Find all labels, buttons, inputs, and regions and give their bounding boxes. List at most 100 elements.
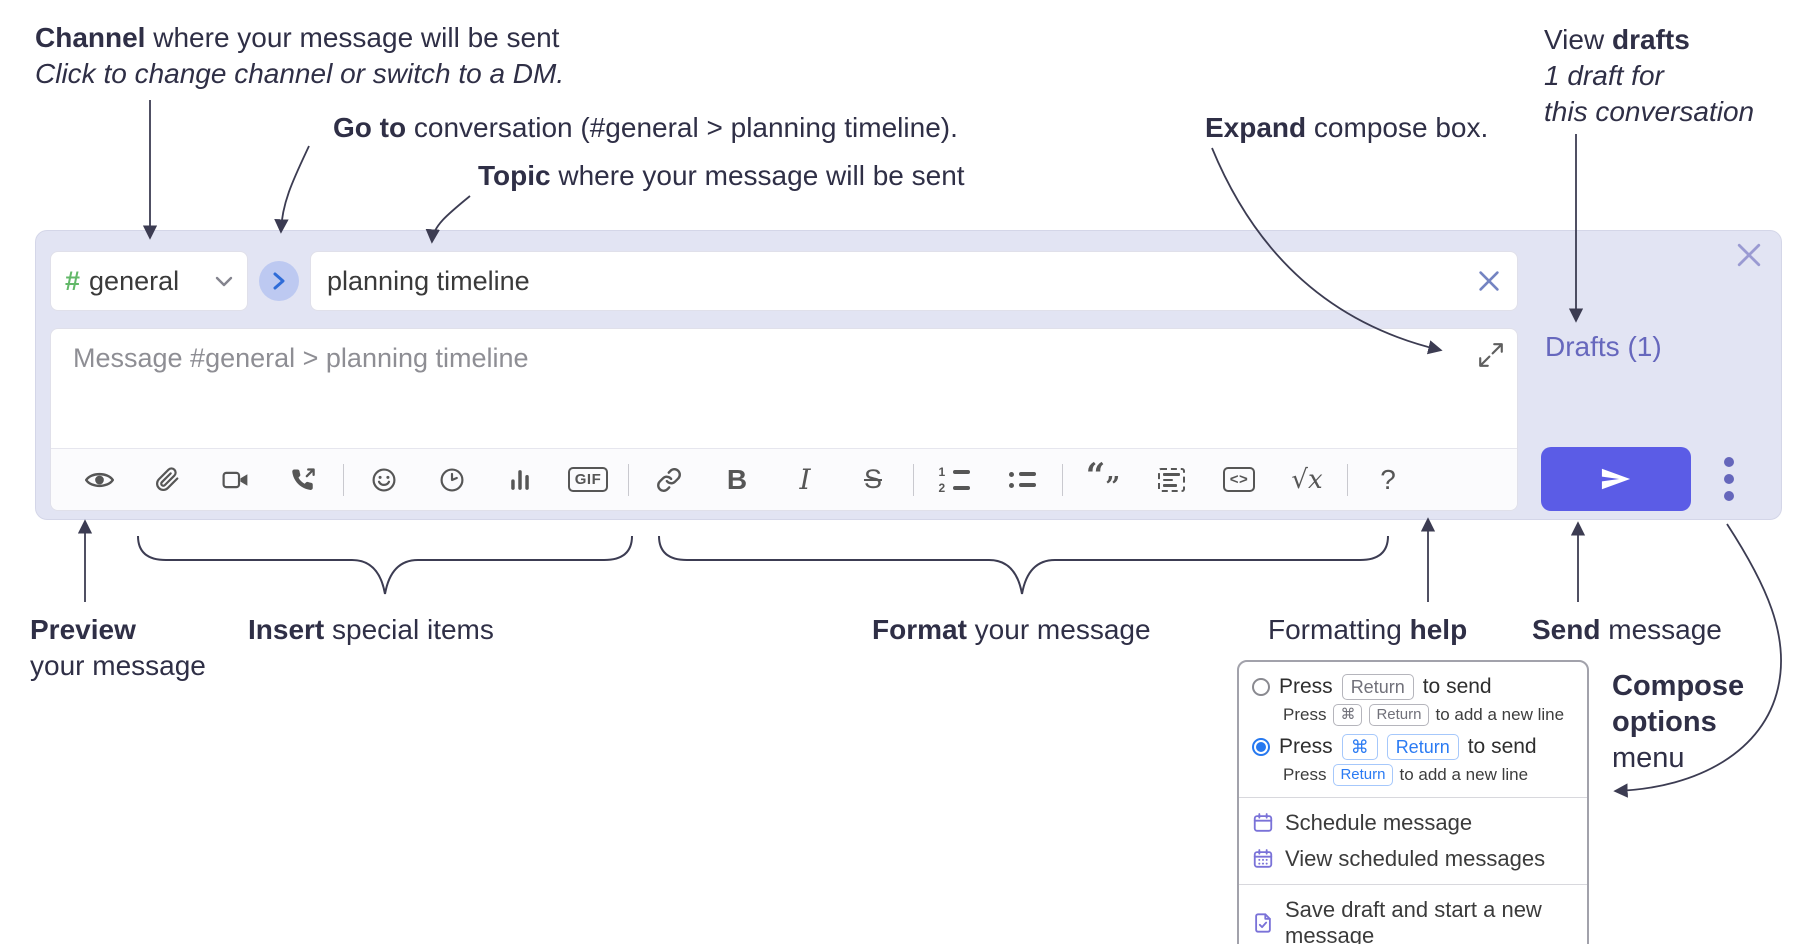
radio-unselected-icon[interactable] <box>1252 678 1270 696</box>
annotation-compose-options: Compose options menu <box>1612 670 1745 774</box>
topic-input-box <box>310 251 1518 311</box>
quote-icon: “” <box>1085 456 1121 502</box>
numbered-list-button[interactable]: 1 2 <box>920 449 988 510</box>
annotation-expand: Expand compose box. <box>1205 112 1489 143</box>
code-icon: <> <box>1222 467 1256 492</box>
expand-compose-icon[interactable] <box>1477 341 1505 369</box>
send-option-cmd-return-hint: Press Return to add a new line <box>1283 764 1529 786</box>
menu-divider <box>1239 884 1587 885</box>
toolbar-divider <box>913 463 914 496</box>
recipient-row: # general <box>50 251 1518 311</box>
preview-button[interactable] <box>65 449 133 510</box>
menu-divider <box>1239 797 1587 798</box>
drafts-link[interactable]: Drafts (1) <box>1545 331 1662 362</box>
send-option-return-hint: Press ⌘ Return to add a new line <box>1283 704 1565 726</box>
menu-item-view-scheduled[interactable]: View scheduled messages <box>1239 841 1587 877</box>
strikethrough-icon: S <box>863 464 882 494</box>
audio-call-button[interactable] <box>269 449 337 510</box>
formatting-help-button[interactable]: ? <box>1354 449 1422 510</box>
compose-toolbar: GIF B I S 1 2 <box>51 448 1517 510</box>
clock-icon <box>440 468 464 491</box>
return-key: Return <box>1341 674 1414 700</box>
bulleted-list-button[interactable] <box>988 449 1056 510</box>
paperclip-icon <box>155 467 178 491</box>
channel-hash-icon: # <box>65 265 81 296</box>
brace-insert <box>137 535 633 595</box>
spoiler-button[interactable] <box>1137 449 1205 510</box>
dot-icon <box>1724 491 1734 501</box>
cmd-key: ⌘ <box>1333 704 1363 726</box>
return-key: Return <box>1369 704 1429 726</box>
video-call-button[interactable] <box>201 449 269 510</box>
send-button[interactable] <box>1541 447 1691 511</box>
menu-item-schedule-message[interactable]: Schedule message <box>1239 805 1587 841</box>
topic-input[interactable] <box>327 265 1477 297</box>
bold-icon: B <box>726 463 748 495</box>
bold-button[interactable]: B <box>703 449 771 510</box>
code-button[interactable]: <> <box>1205 449 1273 510</box>
annotation-send: Send message <box>1532 614 1722 645</box>
annotation-formatting-help: Formatting help <box>1268 614 1468 645</box>
bulleted-list-icon <box>1008 471 1036 488</box>
annotation-insert: Insert special items <box>248 614 494 645</box>
annotation-format: Format your message <box>872 614 1151 645</box>
menu-item-save-draft[interactable]: Save draft and start a new message <box>1239 892 1587 944</box>
link-icon <box>657 467 681 492</box>
video-camera-icon <box>222 471 247 488</box>
annotation-channel: Channel where your message will be sent … <box>35 22 565 89</box>
return-key: Return <box>1386 734 1459 760</box>
poll-button[interactable] <box>486 449 554 510</box>
link-button[interactable] <box>635 449 703 510</box>
channel-selector[interactable]: # general <box>50 251 248 311</box>
emoji-button[interactable] <box>350 449 418 510</box>
dot-icon <box>1724 457 1734 467</box>
send-option-return[interactable]: Press Return to send <box>1239 670 1587 700</box>
toolbar-divider <box>343 463 344 496</box>
compose-options-menu: Press Return to send Press ⌘ Return to a… <box>1237 660 1589 944</box>
chevron-right-icon <box>272 271 286 291</box>
annotation-goto: Go to conversation (#general > planning … <box>333 112 958 143</box>
annotation-view-drafts: View drafts 1 draft for this conversatio… <box>1544 24 1755 127</box>
close-compose-icon[interactable] <box>1735 241 1765 271</box>
italic-button[interactable]: I <box>771 449 839 510</box>
annotation-preview: Preview your message <box>30 614 206 681</box>
return-key: Return <box>1333 764 1393 786</box>
attach-file-button[interactable] <box>133 449 201 510</box>
cmd-key: ⌘ <box>1341 734 1378 760</box>
gif-icon: GIF <box>567 467 609 492</box>
compose-options-button[interactable] <box>1717 453 1741 505</box>
eye-icon <box>84 472 114 487</box>
question-mark-icon: ? <box>1380 463 1396 495</box>
italic-icon: I <box>799 463 811 496</box>
message-input[interactable] <box>73 343 1453 443</box>
math-button[interactable]: √x <box>1273 449 1341 510</box>
arrow-goto <box>274 145 310 234</box>
quote-button[interactable]: “” <box>1069 449 1137 510</box>
clear-topic-icon[interactable] <box>1477 269 1501 293</box>
bar-chart-icon <box>511 469 529 490</box>
go-to-conversation-button[interactable] <box>259 261 299 301</box>
annotation-topic: Topic where your message will be sent <box>478 160 965 191</box>
brace-format <box>658 535 1389 595</box>
phone-call-icon <box>292 467 315 490</box>
math-icon: √x <box>1291 464 1323 495</box>
send-option-cmd-return[interactable]: Press ⌘ Return to send <box>1239 730 1587 760</box>
message-compose-area: GIF B I S 1 2 <box>50 328 1518 511</box>
numbered-list-icon: 1 2 <box>939 466 970 494</box>
smiley-icon <box>372 468 396 491</box>
calendar-scheduled-icon <box>1252 848 1274 870</box>
spoiler-icon <box>1157 467 1185 492</box>
toolbar-divider <box>1062 463 1063 496</box>
strikethrough-button[interactable]: S <box>839 449 907 510</box>
gif-button[interactable]: GIF <box>554 449 622 510</box>
dot-icon <box>1724 474 1734 484</box>
radio-selected-icon[interactable] <box>1252 738 1270 756</box>
save-draft-icon <box>1252 912 1274 934</box>
time-button[interactable] <box>418 449 486 510</box>
channel-name: general <box>89 265 180 296</box>
toolbar-divider <box>628 463 629 496</box>
calendar-icon <box>1252 812 1274 834</box>
send-icon <box>1601 468 1631 490</box>
toolbar-divider <box>1347 463 1348 496</box>
